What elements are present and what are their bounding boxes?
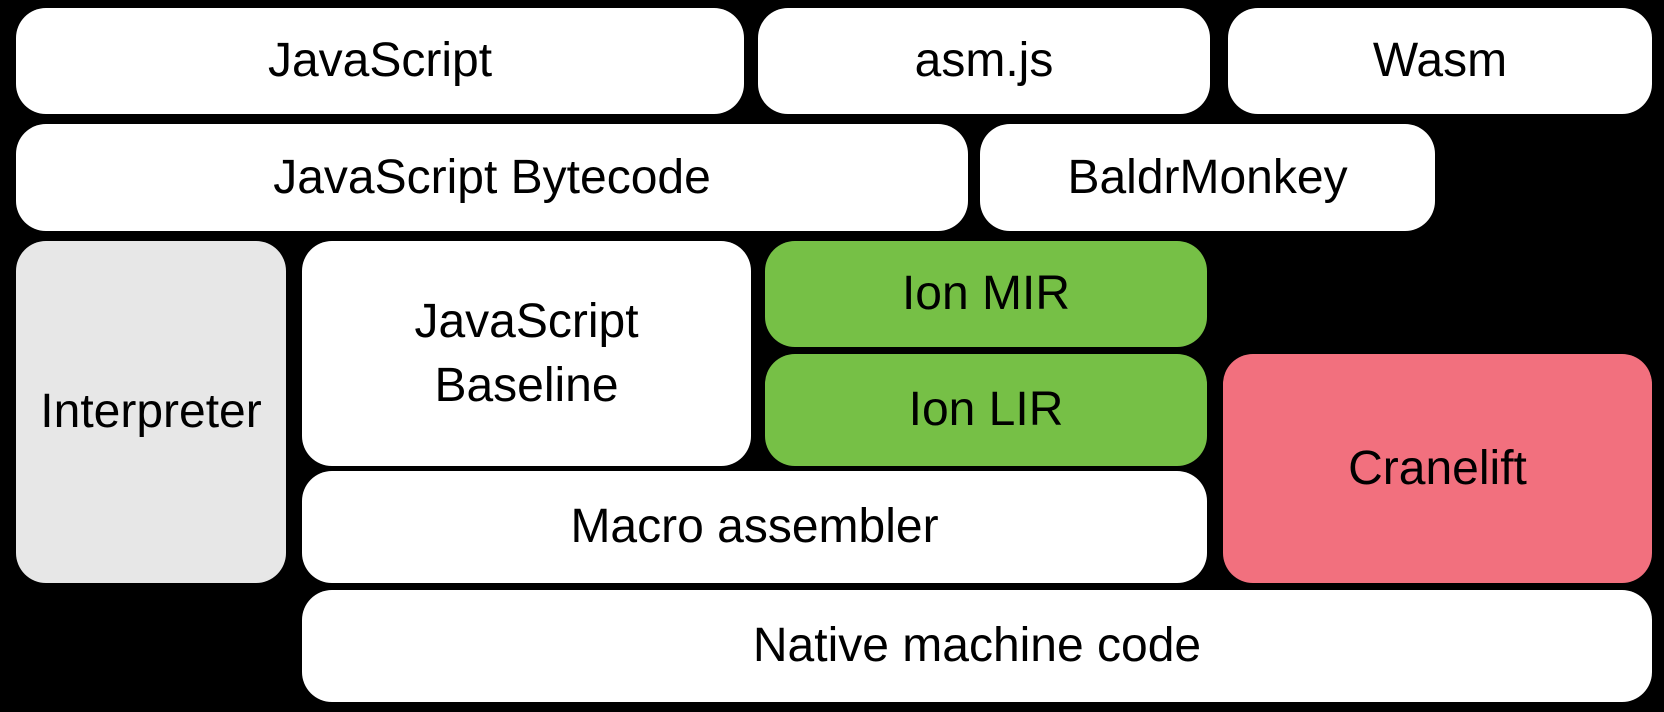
native-machine-code-block: Native machine code <box>302 590 1652 702</box>
macro-assembler-block: Macro assembler <box>302 471 1207 583</box>
interpreter-label: Interpreter <box>40 385 262 439</box>
asm-js-label: asm.js <box>914 34 1054 88</box>
cranelift-block: Cranelift <box>1223 354 1652 583</box>
javascript-bytecode-block: JavaScript Bytecode <box>16 124 968 231</box>
macro-assembler-label: Macro assembler <box>570 500 939 554</box>
ion-lir-block: Ion LIR <box>765 354 1207 466</box>
javascript-baseline-label: JavaScript Baseline <box>414 295 639 412</box>
javascript-baseline-block: JavaScript Baseline <box>302 241 751 466</box>
ion-mir-block: Ion MIR <box>765 241 1207 347</box>
ion-lir-label: Ion LIR <box>908 383 1064 437</box>
javascript-block: JavaScript <box>16 8 744 114</box>
baldrmonkey-label: BaldrMonkey <box>1067 150 1348 204</box>
ion-mir-label: Ion MIR <box>901 267 1071 321</box>
native-machine-code-label: Native machine code <box>752 619 1202 673</box>
cranelift-label: Cranelift <box>1348 441 1527 495</box>
baldrmonkey-block: BaldrMonkey <box>980 124 1435 231</box>
wasm-label: Wasm <box>1372 34 1508 88</box>
asm-js-block: asm.js <box>758 8 1210 114</box>
wasm-block: Wasm <box>1228 8 1652 114</box>
javascript-bytecode-label: JavaScript Bytecode <box>273 150 711 204</box>
javascript-label: JavaScript <box>267 34 493 88</box>
interpreter-block: Interpreter <box>16 241 286 583</box>
